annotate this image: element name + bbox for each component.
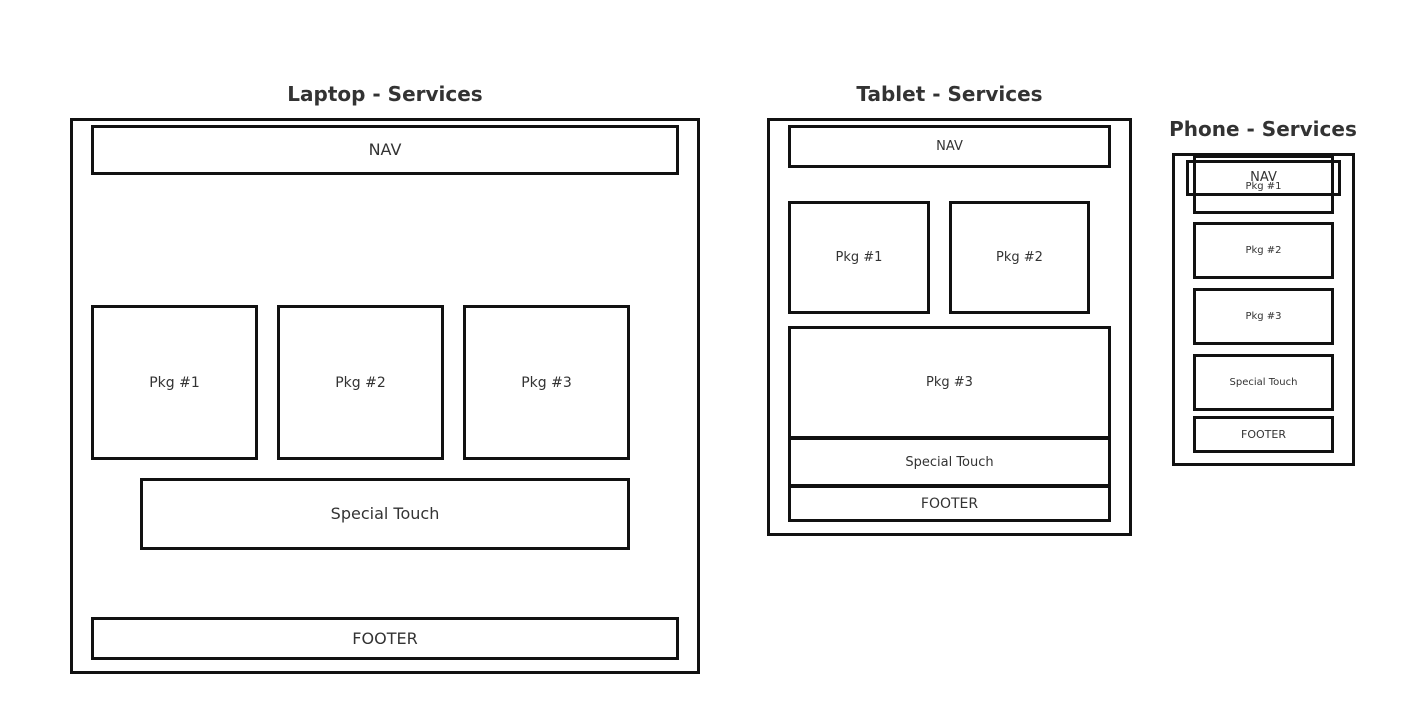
phone-special-touch-box: Special Touch: [1193, 354, 1334, 411]
laptop-title: Laptop - Services: [287, 82, 483, 106]
laptop-pkg-3-box: Pkg #3: [463, 305, 630, 460]
phone-frame: [1172, 153, 1355, 466]
tablet-title: Tablet - Services: [856, 82, 1043, 106]
tablet-special-touch-box: Special Touch: [788, 437, 1111, 487]
phone-pkg-1-box: Pkg #1: [1193, 155, 1334, 214]
phone-nav-box: NAV: [1186, 160, 1341, 196]
phone-pkg-1-label: Pkg #1: [1245, 181, 1282, 192]
laptop-frame: [70, 118, 700, 674]
laptop-footer-box: FOOTER: [91, 617, 679, 660]
tablet-frame: [767, 118, 1132, 536]
tablet-pkg-2-box: Pkg #2: [949, 201, 1090, 314]
tablet-nav-box: NAV: [788, 125, 1111, 168]
phone-pkg-2-box: Pkg #2: [1193, 222, 1334, 279]
tablet-pkg-1-box: Pkg #1: [788, 201, 930, 314]
laptop-special-touch-box: Special Touch: [140, 478, 630, 550]
phone-pkg-3-box: Pkg #3: [1193, 288, 1334, 345]
tablet-footer-box: FOOTER: [788, 485, 1111, 522]
laptop-nav-box: NAV: [91, 125, 679, 175]
tablet-pkg-3-box: Pkg #3: [788, 326, 1111, 439]
laptop-pkg-1-box: Pkg #1: [91, 305, 258, 460]
phone-nav-label: NAV: [1250, 170, 1277, 185]
laptop-pkg-2-box: Pkg #2: [277, 305, 444, 460]
phone-title: Phone - Services: [1169, 117, 1357, 141]
phone-footer-box: FOOTER: [1193, 416, 1334, 453]
